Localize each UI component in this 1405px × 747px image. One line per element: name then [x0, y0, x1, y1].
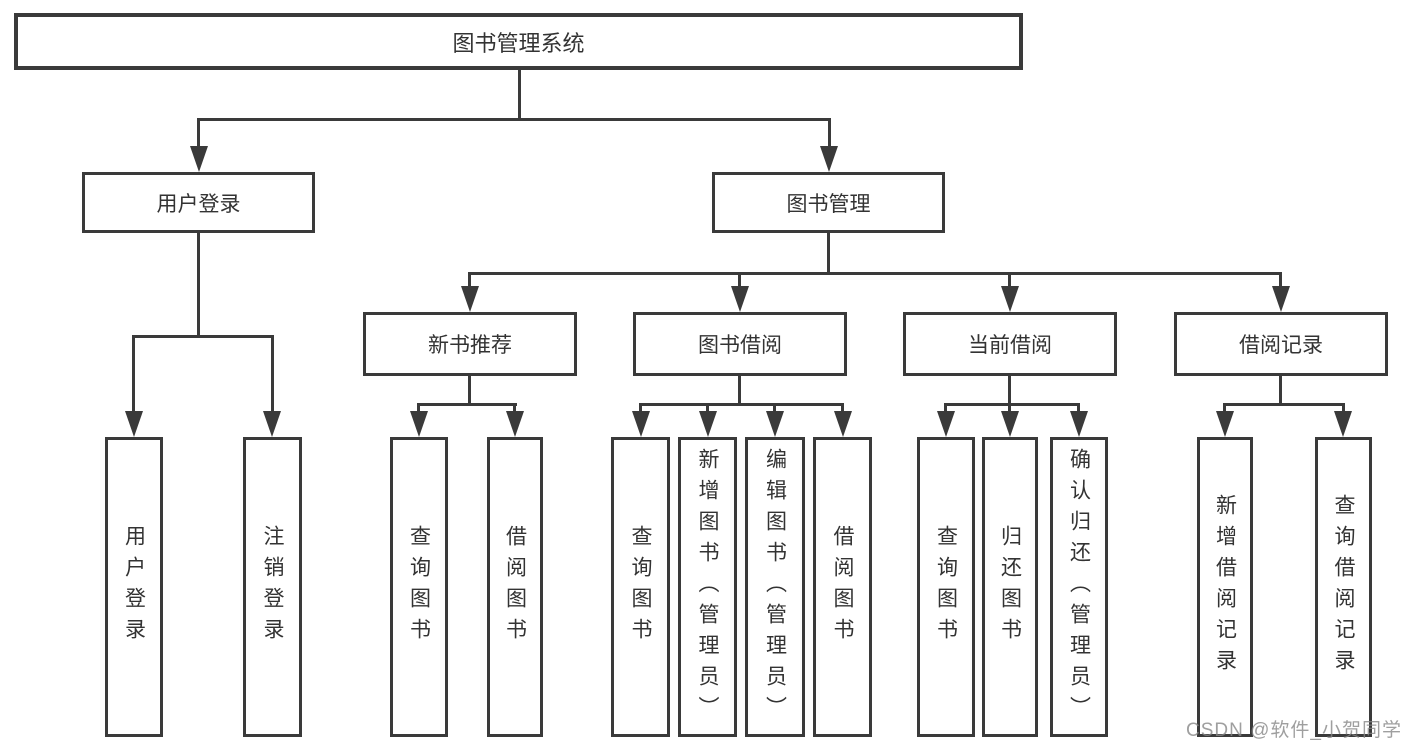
node-leaf-borrow-books: 借阅图书 — [813, 437, 872, 737]
node-label: 确认归还（管理员） — [1067, 447, 1091, 727]
connector-line — [1008, 403, 1011, 413]
connector-line — [1279, 272, 1282, 288]
node-label: 注销登录 — [261, 525, 284, 649]
node-leaf-edit-books-admin: 编辑图书（管理员） — [745, 437, 805, 737]
node-leaf-borrow-books-recommend: 借阅图书 — [487, 437, 543, 737]
node-library-management-system: 图书管理系统 — [14, 13, 1023, 70]
connector-line — [132, 335, 274, 338]
arrow-down-icon — [190, 146, 208, 172]
node-label: 用户登录 — [156, 192, 241, 216]
connector-line — [197, 233, 200, 335]
connector-line — [468, 272, 471, 288]
connector-line — [271, 335, 274, 413]
connector-line — [513, 403, 516, 413]
connector-line — [468, 272, 1282, 275]
node-leaf-add-books-admin: 新增图书（管理员） — [678, 437, 737, 737]
node-user-login: 用户登录 — [82, 172, 315, 233]
node-leaf-add-borrow-record: 新增借阅记录 — [1197, 437, 1253, 737]
connector-line — [639, 403, 642, 413]
arrow-down-icon — [820, 146, 838, 172]
node-label: 图书管理 — [786, 192, 871, 216]
arrow-down-icon — [1216, 411, 1234, 437]
csdn-watermark: CSDN @软件_小贺同学 — [1186, 720, 1402, 741]
node-label: 图书借阅 — [698, 334, 782, 357]
connector-line — [944, 403, 1080, 406]
arrow-down-icon — [263, 411, 281, 437]
connector-line — [828, 118, 831, 148]
node-book-management: 图书管理 — [712, 172, 945, 233]
connector-line — [1342, 403, 1345, 413]
node-current-borrowing: 当前借阅 — [903, 312, 1117, 376]
node-leaf-confirm-return-admin: 确认归还（管理员） — [1050, 437, 1108, 737]
connector-line — [417, 403, 420, 413]
arrow-down-icon — [632, 411, 650, 437]
arrow-down-icon — [410, 411, 428, 437]
node-label: 编辑图书（管理员） — [763, 447, 787, 727]
node-label: 查询图书 — [934, 525, 958, 649]
node-label: 用户登录 — [122, 525, 146, 649]
node-label: 归还图书 — [998, 525, 1022, 649]
node-leaf-query-books-recommend: 查询图书 — [390, 437, 448, 737]
node-label: 查询借阅记录 — [1332, 494, 1355, 680]
node-label: 查询图书 — [407, 525, 431, 649]
node-borrowing-records: 借阅记录 — [1174, 312, 1388, 376]
node-leaf-logout: 注销登录 — [243, 437, 302, 737]
arrow-down-icon — [1001, 286, 1019, 312]
node-label: 图书管理系统 — [452, 30, 585, 56]
node-leaf-query-books-current: 查询图书 — [917, 437, 975, 737]
connector-line — [639, 403, 844, 406]
connector-line — [132, 335, 135, 413]
connector-line — [773, 403, 776, 413]
connector-line — [1279, 376, 1282, 403]
node-book-borrowing: 图书借阅 — [633, 312, 847, 376]
arrow-down-icon — [834, 411, 852, 437]
connector-line — [197, 118, 200, 148]
node-leaf-query-books-borrowing: 查询图书 — [611, 437, 670, 737]
node-label: 借阅图书 — [831, 525, 854, 649]
node-label: 借阅图书 — [503, 525, 527, 649]
node-leaf-query-borrow-record: 查询借阅记录 — [1315, 437, 1372, 737]
connector-line — [841, 403, 844, 413]
arrow-down-icon — [699, 411, 717, 437]
node-label: 新书推荐 — [428, 334, 512, 357]
connector-line — [1008, 272, 1011, 288]
arrow-down-icon — [506, 411, 524, 437]
connector-line — [738, 272, 741, 288]
node-label: 新增借阅记录 — [1213, 494, 1237, 680]
arrow-down-icon — [731, 286, 749, 312]
connector-line — [1008, 376, 1011, 403]
arrow-down-icon — [461, 286, 479, 312]
arrow-down-icon — [1334, 411, 1352, 437]
arrow-down-icon — [1272, 286, 1290, 312]
connector-line — [944, 403, 947, 413]
connector-line — [738, 376, 741, 403]
connector-line — [706, 403, 709, 413]
arrow-down-icon — [766, 411, 784, 437]
connector-line — [518, 67, 521, 119]
arrow-down-icon — [937, 411, 955, 437]
connector-line — [468, 376, 471, 403]
arrow-down-icon — [1070, 411, 1088, 437]
arrow-down-icon — [125, 411, 143, 437]
node-label: 新增图书（管理员） — [696, 447, 719, 727]
connector-line — [1077, 403, 1080, 413]
connector-line — [1223, 403, 1345, 406]
node-leaf-return-books: 归还图书 — [982, 437, 1038, 737]
node-label: 借阅记录 — [1239, 334, 1323, 357]
connector-line — [1223, 403, 1226, 413]
connector-line — [417, 403, 517, 406]
node-new-book-recommend: 新书推荐 — [363, 312, 577, 376]
node-label: 当前借阅 — [968, 334, 1052, 357]
arrow-down-icon — [1001, 411, 1019, 437]
connector-line — [197, 118, 831, 121]
node-leaf-user-login: 用户登录 — [105, 437, 163, 737]
connector-line — [827, 233, 830, 272]
node-label: 查询图书 — [629, 525, 652, 649]
